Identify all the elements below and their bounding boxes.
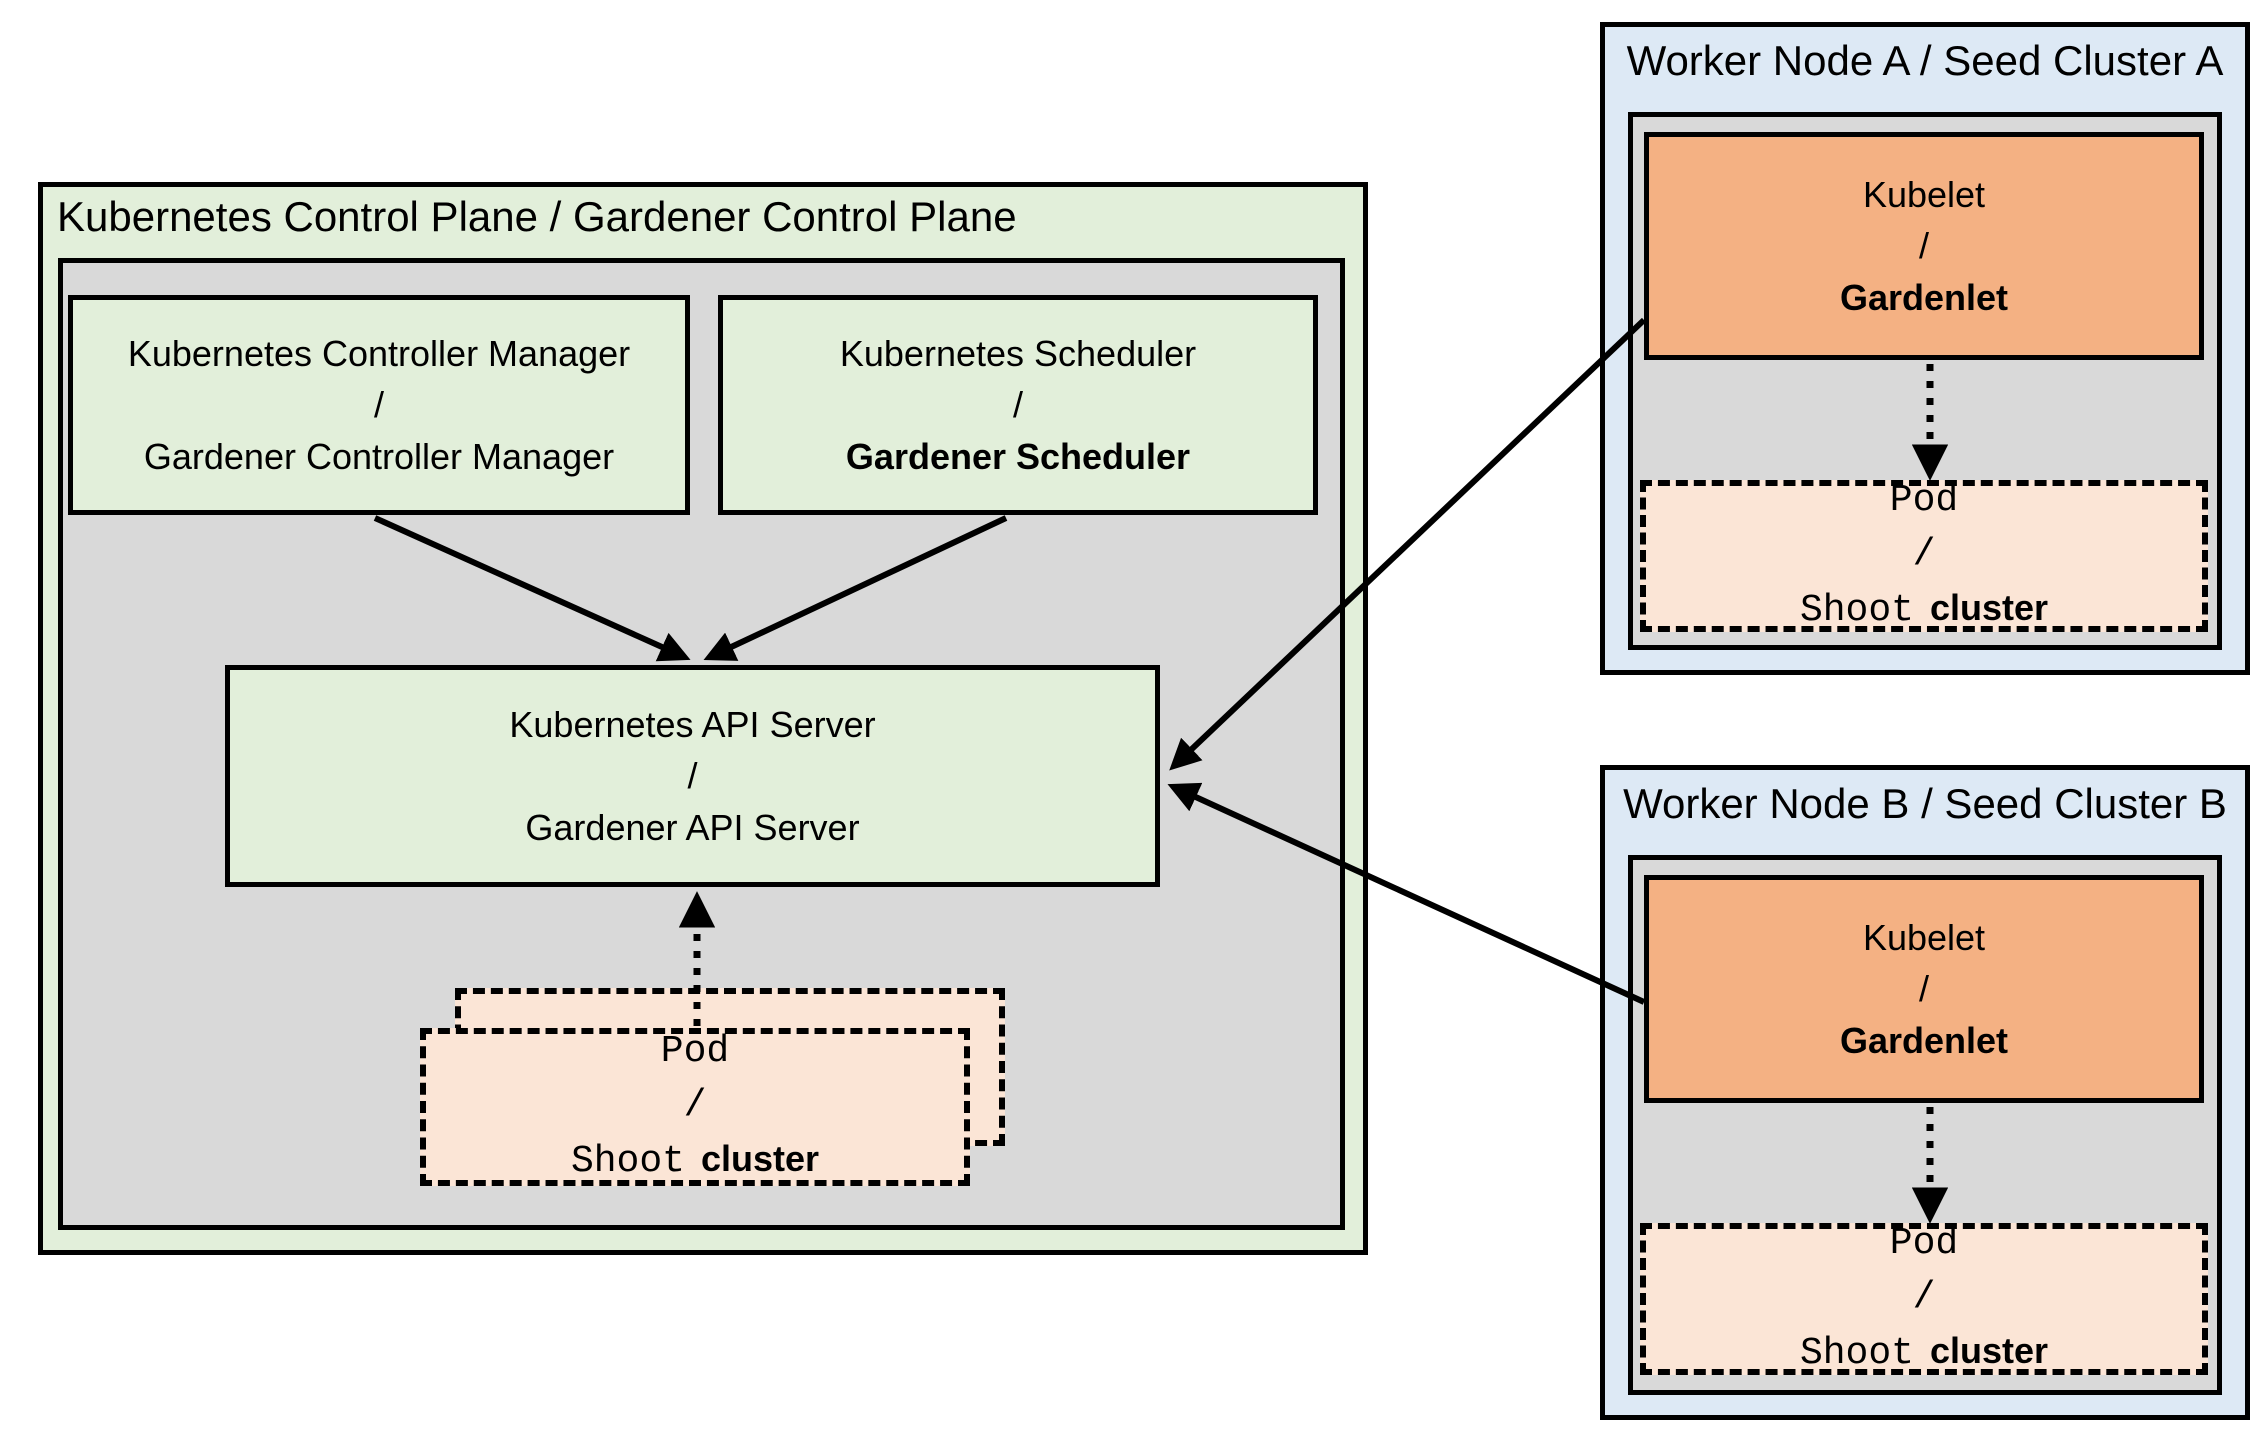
worker-node-a-box: Worker Node A / Seed Cluster A Kubelet /… — [1600, 22, 2250, 675]
scheduler-separator: / — [1012, 384, 1023, 426]
pod-b-shoot-text: Shoot — [1799, 1331, 1914, 1375]
pod-b-box: Pod / Shoot cluster — [1640, 1222, 2208, 1375]
pod-a-label: Pod / Shoot cluster — [1646, 479, 2202, 632]
kubelet-b-label: Kubelet / Gardenlet — [1649, 880, 2199, 1098]
pod-a-cluster-text: cluster — [1929, 586, 2049, 628]
scheduler-bottom-line: Gardener Scheduler — [845, 435, 1191, 477]
kubelet-a-box: Kubelet / Gardenlet — [1644, 132, 2204, 360]
api-server-bottom-line: Gardener API Server — [525, 806, 860, 848]
pod-b-top-line: Pod — [1889, 1222, 1959, 1266]
pod-cluster-text: cluster — [700, 1137, 820, 1179]
control-plane-pod-label: Pod / Shoot cluster — [426, 1030, 964, 1183]
controller-manager-bottom-line: Gardener Controller Manager — [143, 435, 615, 477]
pod-a-top-line: Pod — [1889, 479, 1959, 523]
controller-manager-label: Kubernetes Controller Manager / Gardener… — [73, 300, 685, 510]
pod-top-line: Pod — [660, 1030, 730, 1074]
control-plane-box: Kubernetes Control Plane / Gardener Cont… — [38, 182, 1368, 1255]
worker-node-b-title: Worker Node B / Seed Cluster B — [1623, 780, 2227, 827]
controller-manager-separator: / — [373, 384, 384, 426]
kubelet-b-box: Kubelet / Gardenlet — [1644, 875, 2204, 1103]
kubelet-b-top-line: Kubelet — [1862, 917, 1986, 959]
control-plane-title: Kubernetes Control Plane / Gardener Cont… — [57, 193, 1017, 240]
scheduler-box: Kubernetes Scheduler / Gardener Schedule… — [718, 295, 1318, 515]
pod-b-label: Pod / Shoot cluster — [1646, 1222, 2202, 1375]
kubelet-a-top-line: Kubelet — [1862, 174, 1986, 216]
kubelet-b-bottom-line: Gardenlet — [1839, 1019, 2009, 1061]
control-plane-panel: Kubernetes Controller Manager / Gardener… — [58, 258, 1345, 1230]
controller-manager-top-line: Kubernetes Controller Manager — [127, 333, 631, 375]
pod-a-box: Pod / Shoot cluster — [1640, 479, 2208, 632]
worker-node-a-title: Worker Node A / Seed Cluster A — [1626, 37, 2224, 84]
worker-node-b-panel: Kubelet / Gardenlet Pod / Shoot cluster — [1628, 855, 2222, 1395]
pod-b-cluster-text: cluster — [1929, 1329, 2049, 1371]
scheduler-label: Kubernetes Scheduler / Gardener Schedule… — [723, 300, 1313, 510]
pod-shoot-text: Shoot — [570, 1139, 685, 1183]
api-server-top-line: Kubernetes API Server — [509, 704, 876, 746]
controller-manager-box: Kubernetes Controller Manager / Gardener… — [68, 295, 690, 515]
pod-a-shoot-text: Shoot — [1799, 588, 1914, 632]
worker-node-a-panel: Kubelet / Gardenlet Pod / Shoot cluster — [1628, 112, 2222, 650]
kubelet-a-separator: / — [1918, 225, 1929, 267]
api-server-box: Kubernetes API Server / Gardener API Ser… — [225, 665, 1160, 887]
api-server-label: Kubernetes API Server / Gardener API Ser… — [230, 670, 1155, 882]
scheduler-top-line: Kubernetes Scheduler — [839, 333, 1197, 375]
worker-node-b-box: Worker Node B / Seed Cluster B Kubelet /… — [1600, 765, 2250, 1420]
kubelet-a-label: Kubelet / Gardenlet — [1649, 137, 2199, 355]
pod-a-separator: / — [1912, 533, 1936, 577]
api-server-separator: / — [687, 755, 698, 797]
kubelet-b-separator: / — [1918, 968, 1929, 1010]
pod-separator: / — [683, 1084, 707, 1128]
kubelet-a-bottom-line: Gardenlet — [1839, 276, 2009, 318]
pod-stack-front-box: Pod / Shoot cluster — [420, 1028, 970, 1186]
pod-b-separator: / — [1912, 1276, 1936, 1320]
